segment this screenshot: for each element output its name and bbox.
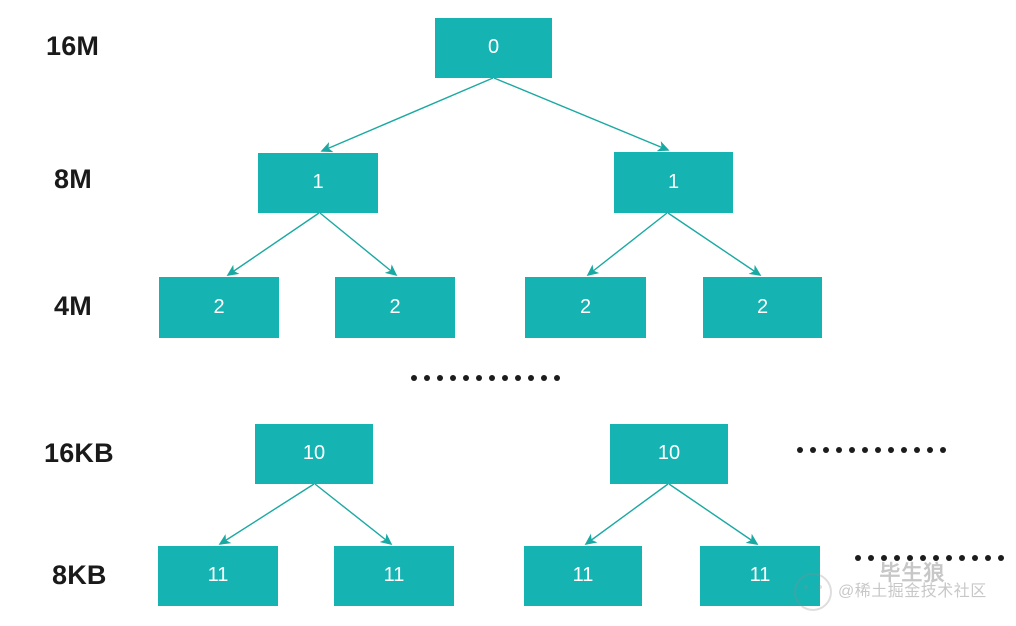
tree-node-label: 2: [389, 295, 401, 318]
ellipsis-dot: [541, 375, 547, 381]
ellipsis-dot: [985, 555, 991, 561]
edge-0-to-1-left: [320, 77, 494, 153]
edge-1r-to-2-d: [667, 212, 762, 276]
ellipsis-dot: [463, 375, 469, 381]
tree-node-8kb-2[interactable]: 11: [334, 546, 454, 606]
tree-node-4m-2[interactable]: 2: [335, 277, 455, 338]
ellipsis-dot: [528, 375, 534, 381]
ellipsis-dot: [450, 375, 456, 381]
edge-10r-to-11-c: [584, 483, 669, 545]
tree-node-16kb-1[interactable]: 10: [255, 424, 373, 484]
level-label-4m: 4M: [54, 291, 92, 321]
watermark-source: @稀土掘金技术社区: [838, 583, 987, 601]
watermark: 毕生狼 @稀土掘金技术社区: [794, 562, 987, 611]
tree-node-8kb-1[interactable]: 11: [158, 546, 278, 606]
tree-node-4m-4[interactable]: 2: [703, 277, 822, 338]
ellipsis-dot: [998, 555, 1004, 561]
tree-node-label: 10: [657, 442, 681, 464]
tree-node-8kb-3[interactable]: 11: [524, 546, 642, 606]
ellipsis-16kb-right: [797, 447, 946, 453]
ellipsis-dot: [972, 555, 978, 561]
ellipsis-dot: [888, 447, 894, 453]
tree-node-label: 11: [749, 564, 771, 586]
edge-1l-to-2-b: [319, 212, 398, 277]
edge-1r-to-2-c: [586, 212, 668, 277]
ellipsis-dot: [849, 447, 855, 453]
ellipsis-dot: [933, 555, 939, 561]
tree-node-label: 1: [312, 171, 324, 193]
tree-node-8m-1[interactable]: 1: [258, 153, 378, 213]
edge-10l-to-11-a: [218, 483, 315, 545]
ellipsis-dot: [862, 447, 868, 453]
level-label-8kb: 8KB: [52, 560, 107, 590]
ellipsis-dot: [875, 447, 881, 453]
ellipsis-dot: [927, 447, 933, 453]
level-label-16kb: 16KB: [44, 438, 114, 468]
tree-node-label: 11: [572, 564, 594, 586]
ellipsis-middle: [411, 375, 560, 381]
tree-node-label: 2: [579, 295, 592, 318]
ellipsis-dot: [437, 375, 443, 381]
ellipsis-dot: [907, 555, 913, 561]
ellipsis-dot: [901, 447, 907, 453]
ellipsis-dot: [489, 375, 495, 381]
ellipsis-dot: [823, 447, 829, 453]
tree-node-4m-1[interactable]: 2: [159, 277, 279, 338]
ellipsis-dot: [411, 375, 417, 381]
ellipsis-dot: [914, 447, 920, 453]
tree-node-4m-3[interactable]: 2: [525, 277, 646, 338]
ellipsis-dot: [868, 555, 874, 561]
ellipsis-dot: [424, 375, 430, 381]
smiley-face-icon: [794, 573, 832, 611]
ellipsis-dot: [836, 447, 842, 453]
level-label-8m: 8M: [54, 164, 92, 194]
ellipsis-dot: [554, 375, 560, 381]
tree-node-label: 11: [207, 564, 229, 586]
ellipsis-dot: [502, 375, 508, 381]
tree-node-label: 0: [487, 36, 500, 58]
tree-node-label: 2: [213, 295, 225, 318]
tree-node-16m-1[interactable]: 0: [435, 18, 552, 78]
ellipsis-dot: [855, 555, 861, 561]
tree-node-label: 10: [302, 442, 326, 464]
ellipsis-dot: [894, 555, 900, 561]
tree-node-label: 1: [667, 170, 680, 193]
edge-10r-to-11-d: [668, 483, 759, 545]
tree-node-label: 2: [756, 295, 769, 318]
tree-node-8m-2[interactable]: 1: [614, 152, 733, 213]
ellipsis-dot: [515, 375, 521, 381]
level-label-16m: 16M: [46, 31, 100, 61]
ellipsis-dot: [920, 555, 926, 561]
edge-0-to-1-right: [493, 77, 670, 152]
ellipsis-dot: [959, 555, 965, 561]
tree-node-label: 11: [383, 564, 405, 586]
edge-1l-to-2-a: [226, 212, 320, 276]
tree-node-16kb-2[interactable]: 10: [610, 424, 728, 484]
ellipsis-dot: [940, 447, 946, 453]
ellipsis-dot: [476, 375, 482, 381]
ellipsis-dot: [881, 555, 887, 561]
ellipsis-dot: [946, 555, 952, 561]
ellipsis-dot: [797, 447, 803, 453]
ellipsis-dot: [810, 447, 816, 453]
edge-10l-to-11-b: [314, 483, 393, 546]
ellipsis-8kb-right: [855, 555, 1004, 561]
watermark-author: 毕生狼: [879, 562, 946, 585]
